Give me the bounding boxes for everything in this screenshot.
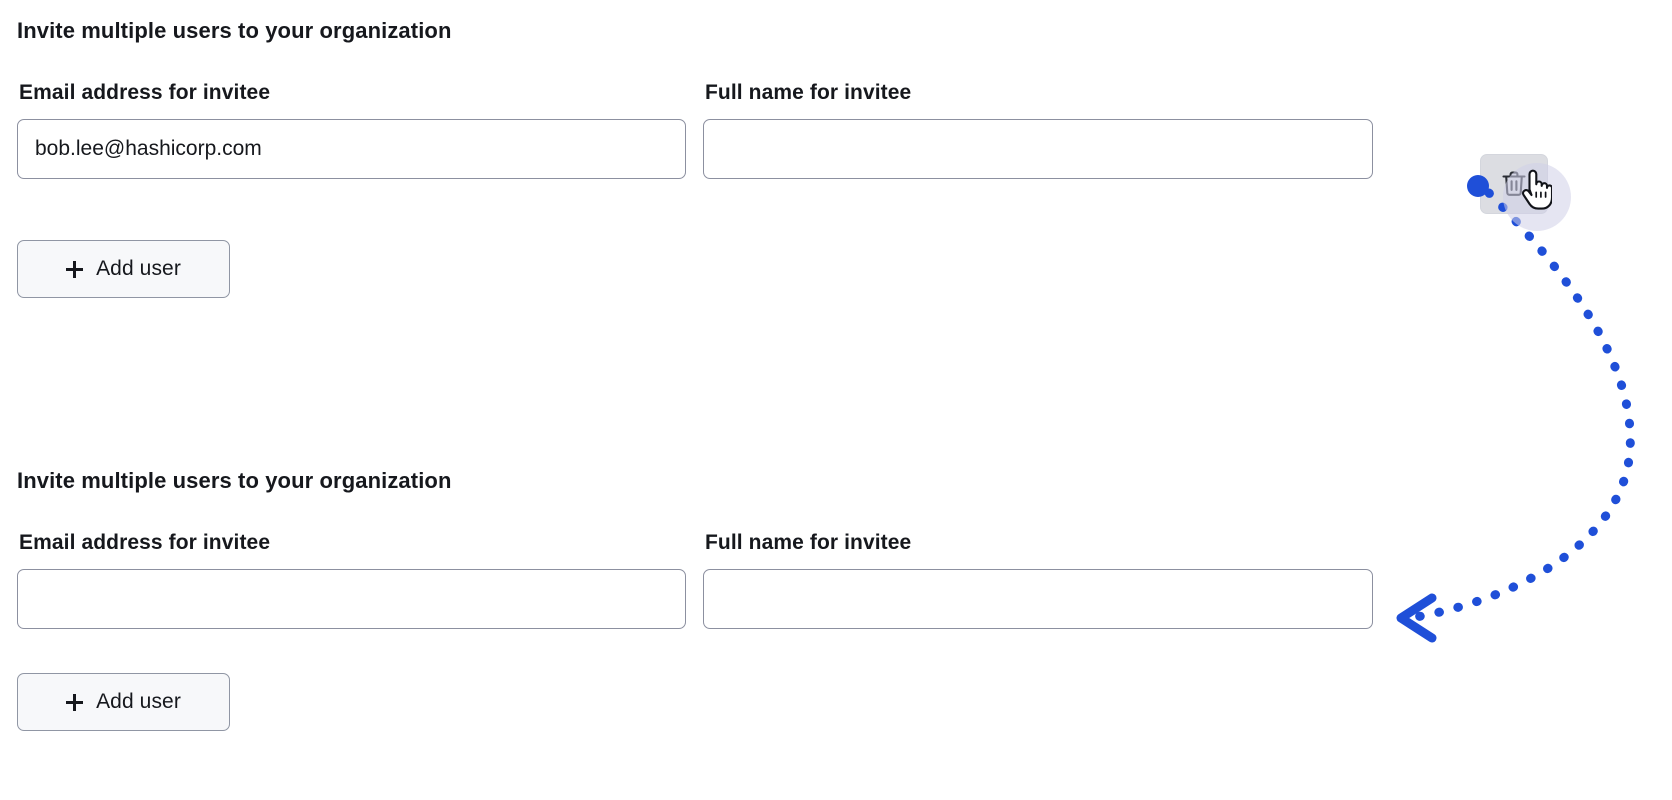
section-title: Invite multiple users to your organizati… bbox=[17, 468, 452, 493]
email-field-group: Email address for invitee bbox=[17, 530, 686, 629]
add-user-button[interactable]: Add user bbox=[17, 673, 230, 731]
email-field-label: Email address for invitee bbox=[19, 81, 271, 104]
email-input[interactable] bbox=[17, 569, 686, 629]
fullname-field-label: Full name for invitee bbox=[705, 81, 912, 104]
trash-icon bbox=[1501, 170, 1527, 198]
email-input[interactable] bbox=[17, 119, 686, 179]
plus-icon bbox=[66, 693, 84, 711]
delete-user-button[interactable] bbox=[1480, 154, 1548, 214]
fullname-field-group: Full name for invitee bbox=[703, 530, 1373, 629]
add-user-button-label: Add user bbox=[96, 690, 181, 713]
fullname-input[interactable] bbox=[703, 569, 1373, 629]
plus-icon bbox=[66, 260, 84, 278]
add-user-button-label: Add user bbox=[96, 257, 181, 280]
invitee-field-row: Email address for invitee Full name for … bbox=[0, 80, 1672, 200]
fullname-field-group: Full name for invitee bbox=[703, 80, 1373, 179]
fullname-field-label: Full name for invitee bbox=[705, 531, 912, 554]
add-user-button[interactable]: Add user bbox=[17, 240, 230, 298]
fullname-input[interactable] bbox=[703, 119, 1373, 179]
section-title: Invite multiple users to your organizati… bbox=[17, 18, 452, 43]
invitee-field-row: Email address for invitee Full name for … bbox=[0, 530, 1672, 650]
email-field-group: Email address for invitee bbox=[17, 80, 686, 179]
email-field-label: Email address for invitee bbox=[19, 531, 271, 554]
